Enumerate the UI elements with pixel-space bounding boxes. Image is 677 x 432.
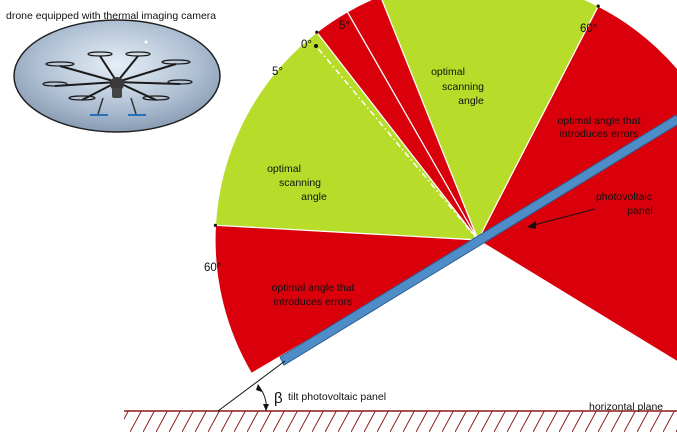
rim-tick-3 (213, 223, 217, 227)
tilt-label: tilt photovoltaic panel (288, 391, 386, 403)
drone-icon (42, 51, 193, 101)
optimal-upper-line-1: optimal (431, 66, 465, 78)
angle-label-five-top: 5° (339, 20, 350, 32)
error-right-line-1: optimal angle that (558, 115, 641, 127)
optimal-upper-line-3: angle (458, 95, 484, 107)
error-right-line-2: introduces errors (560, 128, 639, 140)
sector-optimal-upper (381, 0, 600, 242)
optimal-left-line-1: optimal (267, 163, 301, 175)
tilt-arrow-bottom (263, 404, 269, 411)
tilt-beta-symbol: β (274, 390, 283, 407)
optimal-left-line-3: angle (301, 191, 327, 203)
sector-optimal-left (214, 31, 480, 241)
error-lower-line-2: introduces errors (274, 296, 353, 308)
horizontal-plane-label: horizontal plane (589, 401, 663, 413)
normal-origin-dot (314, 44, 318, 48)
rim-tick-2 (315, 30, 319, 34)
optimal-upper-line-2: scanning (442, 81, 484, 93)
tilt-arrow-top (256, 384, 262, 392)
panel-label-arrowhead (527, 221, 536, 229)
angle-label-sixty-top: 60° (580, 23, 597, 35)
panel-extension-line (217, 360, 286, 412)
panel-label-line-1: photovoltaic (596, 191, 652, 203)
error-lower-line-1: optimal angle that (272, 282, 355, 294)
optimal-left-line-2: scanning (279, 177, 321, 189)
angle-sectors (213, 0, 677, 375)
drone-caption: drone equipped with thermal imaging came… (6, 10, 216, 22)
angle-label-zero: 0° (301, 39, 312, 51)
panel-label-line-2: panel (627, 205, 653, 217)
sector-error-lower (214, 224, 481, 375)
ground-hatch (124, 411, 677, 432)
rim-tick-0 (596, 4, 600, 8)
angle-label-sixty-left: 60° (204, 262, 221, 274)
angle-label-five-left: 5° (272, 66, 283, 78)
panel-label-pointer (529, 208, 596, 227)
drone-photo (13, 19, 221, 133)
panel-normal-line (315, 45, 479, 241)
